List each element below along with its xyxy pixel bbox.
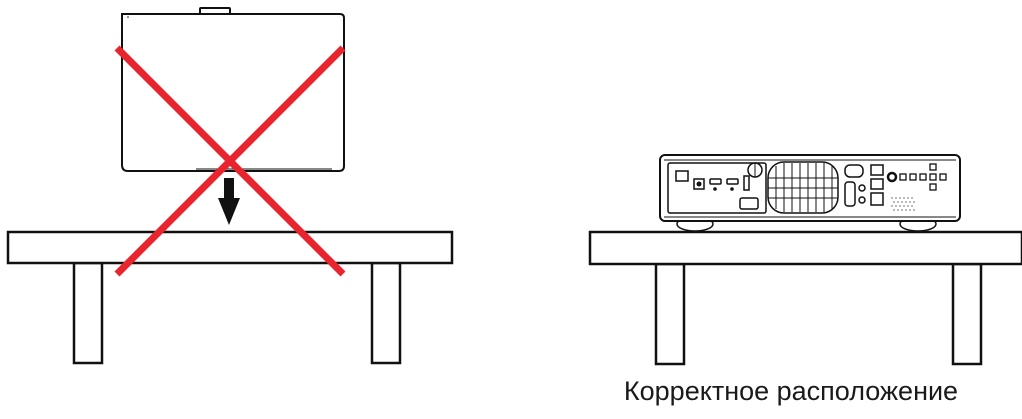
left-table-leg-left xyxy=(72,261,104,365)
correct-placement xyxy=(588,154,1022,366)
correct-placement-caption: Корректное расположение xyxy=(623,376,959,406)
upright-projector xyxy=(121,7,345,172)
audio-port-icon xyxy=(844,164,864,178)
right-table-top xyxy=(588,230,1022,266)
flat-projector xyxy=(659,154,961,232)
speaker-grille xyxy=(891,197,915,211)
right-table-leg-right xyxy=(951,262,983,366)
projector-led-dot xyxy=(127,16,129,18)
vent-grille xyxy=(767,161,839,214)
red-x-cross-icon xyxy=(114,45,346,277)
down-arrow-icon xyxy=(218,178,240,225)
projector-body xyxy=(121,13,345,172)
hdmi-port-2-icon xyxy=(726,178,739,185)
hdmi-port-1-icon xyxy=(709,178,722,185)
right-table xyxy=(588,230,1022,366)
lan-port-icon xyxy=(675,170,689,182)
rs232-port-icon xyxy=(870,164,884,176)
incorrect-placement xyxy=(6,7,454,365)
power-button-icon xyxy=(886,171,898,183)
right-table-leg-left xyxy=(654,262,686,366)
power-inlet-icon xyxy=(739,197,759,210)
left-table xyxy=(6,230,454,365)
left-table-leg-right xyxy=(370,261,402,365)
left-table-top xyxy=(6,230,454,265)
usb-a-port-icon xyxy=(743,175,750,191)
vga-port-icon xyxy=(844,181,856,207)
control-buttons xyxy=(886,163,947,191)
